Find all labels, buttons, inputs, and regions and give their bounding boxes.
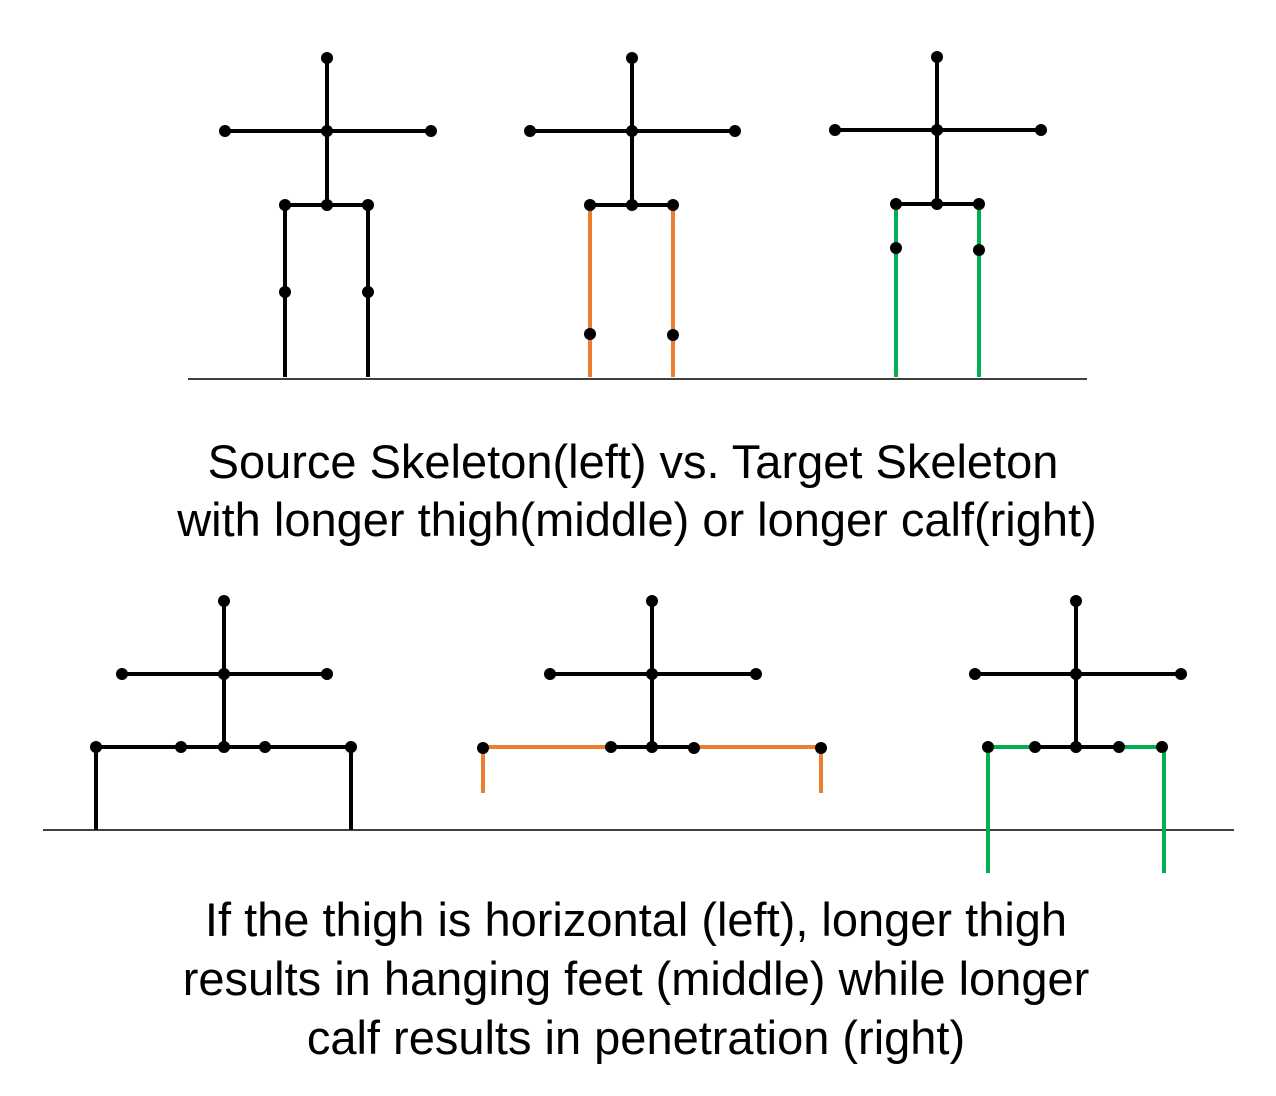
bottom-caption-line-1: If the thigh is horizontal (left), longe… <box>205 893 1067 946</box>
top-source-skeleton <box>219 52 437 377</box>
top-caption-line-1: Source Skeleton(left) vs. Target Skeleto… <box>208 435 1059 488</box>
bottom-caption-line-2: results in hanging feet (middle) while l… <box>183 952 1090 1005</box>
top-longer-calf-skeleton <box>829 51 1047 377</box>
top-caption-line-2: with longer thigh(middle) or longer calf… <box>176 493 1097 546</box>
bottom-longer-calf-skeleton <box>969 595 1187 873</box>
bottom-caption-line-3: calf results in penetration (right) <box>307 1011 965 1064</box>
bottom-source-skeleton <box>90 595 357 830</box>
top-longer-thigh-skeleton <box>524 52 741 377</box>
bottom-longer-thigh-skeleton <box>477 595 827 793</box>
